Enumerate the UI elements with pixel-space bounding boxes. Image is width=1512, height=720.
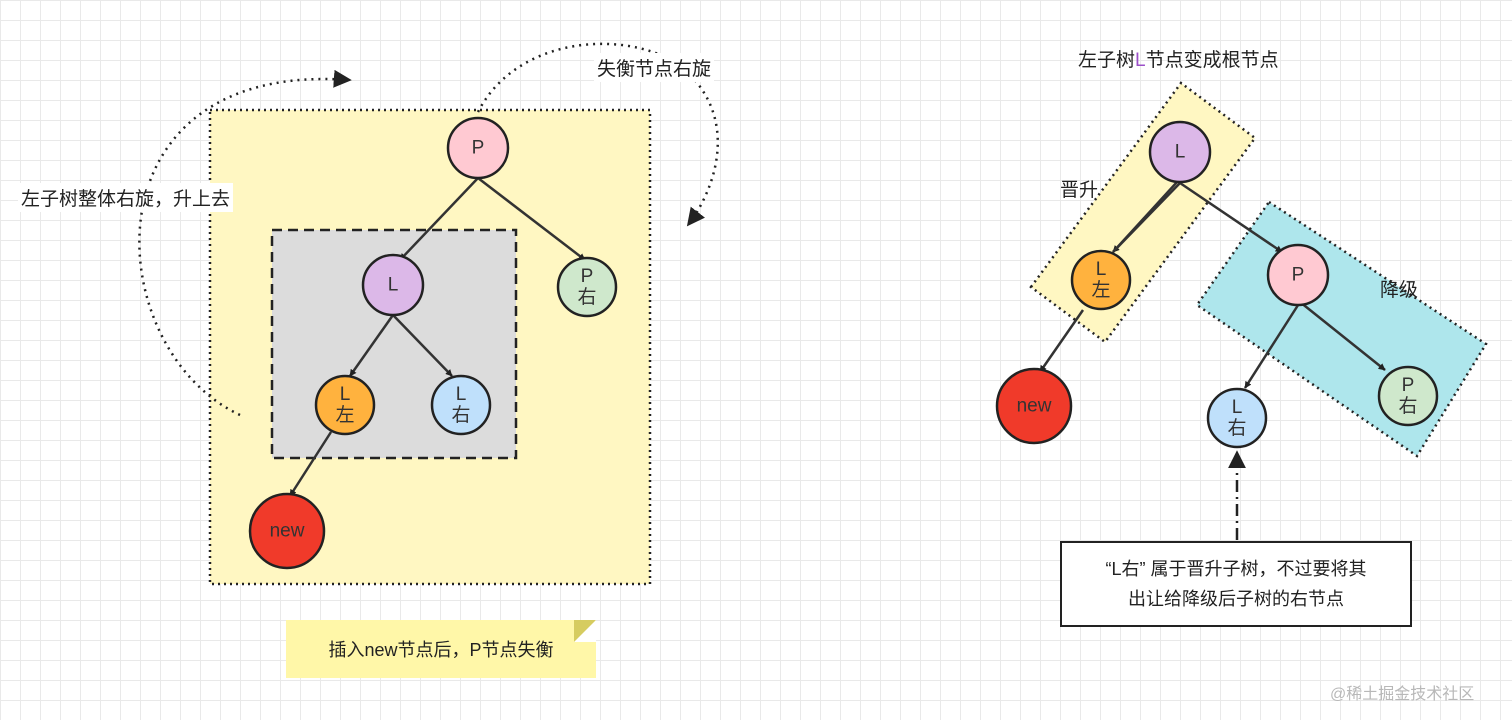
- note-line-1: “L右” 属于晋升子树，不过要将其: [1105, 559, 1367, 579]
- edge-p-pright-right: [1299, 301, 1386, 371]
- node-label-line: 右: [1227, 417, 1246, 439]
- node-p-demoted: P: [1266, 243, 1330, 307]
- sticky-note: 插入new节点后，P节点失衡: [286, 620, 596, 678]
- node-label-line: L: [1096, 259, 1107, 280]
- edge-l-p-right: [1179, 181, 1283, 254]
- edge-lleft-new-right: [1038, 309, 1085, 373]
- label-demote: 降级: [1380, 280, 1419, 301]
- edge-p-pright: [477, 177, 586, 261]
- node-label-line: 左: [335, 404, 354, 426]
- node-new-right: new: [995, 367, 1073, 445]
- node-label-line: L: [340, 384, 351, 405]
- sticky-note-text: 插入new节点后，P节点失衡: [328, 640, 554, 660]
- edge-l-lleft: [348, 314, 395, 377]
- node-label-line: P: [472, 138, 485, 159]
- node-new: new: [248, 492, 326, 570]
- node-label-line: P: [581, 266, 594, 287]
- edge-p-lright-right: [1243, 301, 1302, 389]
- lright-promote-link: [1112, 169, 1189, 253]
- node-label-line: L: [388, 275, 399, 296]
- title-prefix: 左子树: [1078, 50, 1136, 71]
- node-label-line: 左: [1091, 279, 1110, 301]
- node-label-line: 右: [577, 286, 596, 308]
- node-p: P: [446, 116, 510, 180]
- label-promote: 晋升: [1060, 180, 1099, 201]
- node-label-line: L: [1232, 397, 1243, 418]
- node-p-label: P: [472, 138, 485, 159]
- node-label-line: P: [1292, 265, 1305, 286]
- node-label-line: 右: [1398, 395, 1417, 417]
- node-label-line: P: [1402, 375, 1415, 396]
- node-label-line: new: [1017, 396, 1052, 417]
- sticky-note-fold: [574, 620, 596, 642]
- edge-p-l: [399, 177, 479, 261]
- node-l-label: L: [388, 275, 399, 296]
- explanation-note: “L右” 属于晋升子树，不过要将其 出让给降级后子树的右节点: [1060, 541, 1412, 627]
- title-suffix: 节点变成根节点: [1145, 50, 1279, 71]
- caption-rotate-left-subtree: 左子树整体右旋，升上去: [18, 183, 234, 212]
- edge-l-lright: [392, 314, 453, 377]
- node-new-label: new: [270, 521, 305, 542]
- node-label-line: 右: [451, 404, 470, 426]
- node-new-right-label: new: [1017, 396, 1052, 417]
- node-l-root: L: [1148, 120, 1212, 184]
- node-label-line: L: [1175, 142, 1186, 163]
- watermark: @稀土掘金技术社区: [1330, 686, 1475, 703]
- node-label-line: new: [270, 521, 305, 542]
- caption-unbalanced-rotate: 失衡节点右旋: [594, 53, 715, 82]
- node-l: L: [361, 253, 425, 317]
- node-l-root-label: L: [1175, 142, 1186, 163]
- title-highlight: L: [1135, 50, 1146, 71]
- note-line-2: 出让给降级后子树的右节点: [1128, 589, 1344, 609]
- edge-lleft-new: [288, 431, 333, 497]
- node-p-demoted-label: P: [1292, 265, 1305, 286]
- node-label-line: L: [456, 384, 467, 405]
- right-diagram-title: 左子树L节点变成根节点: [1078, 45, 1279, 72]
